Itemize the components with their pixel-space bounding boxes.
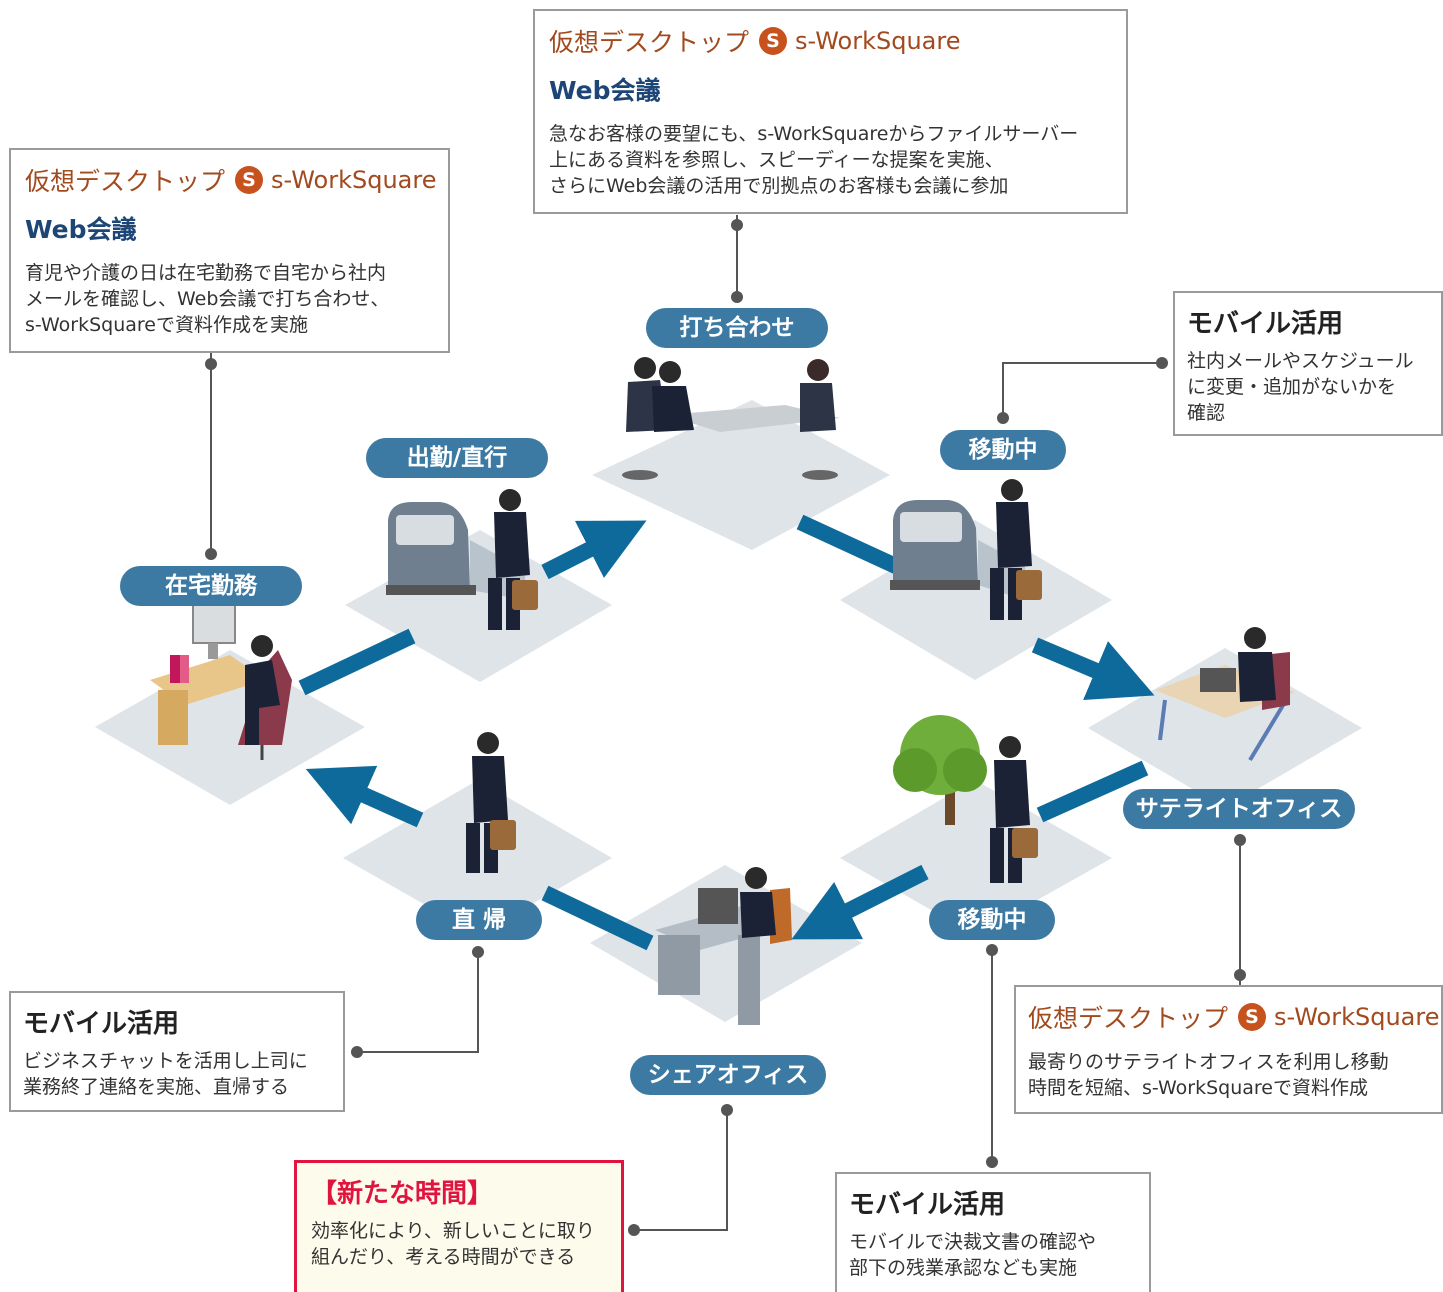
node-commute: 出勤/直行 — [366, 438, 548, 478]
s-worksquare-logo: S s-WorkSquare — [1238, 1003, 1439, 1031]
virtual-desktop-header: 仮想デスクトップ S s-WorkSquare — [25, 162, 436, 198]
callout-moving-top: モバイル活用 社内メールやスケジュール に変更・追加がないかを 確認 — [1173, 291, 1443, 436]
callout-subtitle: Web会議 — [549, 76, 661, 105]
callout-meeting: 仮想デスクトップ S s-WorkSquare Web会議 急なお客様の要望にも… — [533, 9, 1128, 214]
desc-line: に変更・追加がないかを — [1187, 376, 1397, 398]
desc-line: 組んだり、考える時間ができる — [311, 1246, 576, 1268]
callout-description: 最寄りのサテライトオフィスを利用し移動 時間を短縮、s-WorkSquareで資… — [1028, 1049, 1429, 1101]
callout-moving-bottom: モバイル活用 モバイルで決裁文書の確認や 部下の残業承認なども実施 — [835, 1172, 1151, 1292]
callout-description: 効率化により、新しいことに取り 組んだり、考える時間ができる — [311, 1218, 607, 1270]
desc-line: 育児や介護の日は在宅勤務で自宅から社内 — [25, 262, 387, 284]
callout-heading: モバイル活用 — [1187, 309, 1344, 339]
callout-heading: モバイル活用 — [849, 1190, 1006, 1220]
callout-description: モバイルで決裁文書の確認や 部下の残業承認なども実施 — [849, 1229, 1137, 1281]
share-office-illustration — [655, 867, 792, 1025]
node-moving-top: 移動中 — [940, 430, 1066, 470]
desc-line: ビジネスチャットを活用し上司に — [23, 1050, 308, 1072]
desc-line: メールを確認し、Web会議で打ち合わせ、 — [25, 288, 390, 310]
product-name: s-WorkSquare — [271, 166, 437, 194]
desc-line: 上にある資料を参照し、スピーディーな提案を実施、 — [549, 149, 1004, 171]
callout-go-home: モバイル活用 ビジネスチャットを活用し上司に 業務終了連絡を実施、直帰する — [9, 991, 345, 1112]
desc-line: 確認 — [1187, 402, 1226, 424]
desc-line: 業務終了連絡を実施、直帰する — [23, 1076, 290, 1098]
go-home-illustration — [466, 732, 516, 873]
s-worksquare-logo: S s-WorkSquare — [235, 166, 436, 194]
product-name: s-WorkSquare — [1274, 1003, 1440, 1031]
connector-lines — [205, 215, 1246, 1236]
callout-new-time: 【新たな時間】 効率化により、新しいことに取り 組んだり、考える時間ができる — [294, 1160, 624, 1292]
desc-line: さらにWeb会議の活用で別拠点のお客様も会議に参加 — [549, 175, 1009, 197]
desc-line: 社内メールやスケジュール — [1187, 350, 1414, 372]
desc-line: 最寄りのサテライトオフィスを利用し移動 — [1028, 1051, 1389, 1073]
home-office-illustration — [150, 604, 292, 760]
node-telework: 在宅勤務 — [120, 566, 302, 606]
callout-satellite: 仮想デスクトップ S s-WorkSquare 最寄りのサテライトオフィスを利用… — [1014, 985, 1443, 1114]
callout-description: ビジネスチャットを活用し上司に 業務終了連絡を実施、直帰する — [23, 1048, 331, 1100]
node-moving-bottom: 移動中 — [929, 900, 1055, 940]
desc-line: 急なお客様の要望にも、s-WorkSquareからファイルサーバー — [549, 123, 1079, 145]
node-go-home: 直 帰 — [416, 900, 542, 940]
commute-illustration — [386, 489, 538, 630]
virtual-desktop-header: 仮想デスクトップ S s-WorkSquare — [549, 23, 1112, 59]
callout-description: 育児や介護の日は在宅勤務で自宅から社内 メールを確認し、Web会議で打ち合わせ、… — [25, 260, 434, 338]
node-share-office: シェアオフィス — [630, 1055, 826, 1095]
callout-subtitle: Web会議 — [25, 215, 137, 244]
meeting-illustration — [622, 357, 840, 480]
moving-top-illustration — [890, 479, 1042, 620]
virtual-desktop-label: 仮想デスクトップ — [1028, 1004, 1229, 1033]
flow-arrows — [298, 514, 1155, 951]
s-logo-icon: S — [235, 166, 264, 194]
s-logo-icon: S — [1238, 1003, 1267, 1031]
product-name: s-WorkSquare — [795, 27, 961, 55]
satellite-office-illustration — [1155, 627, 1295, 762]
s-worksquare-logo: S s-WorkSquare — [759, 27, 960, 55]
s-logo-icon: S — [759, 27, 788, 55]
desc-line: 効率化により、新しいことに取り — [311, 1220, 595, 1242]
callout-description: 社内メールやスケジュール に変更・追加がないかを 確認 — [1187, 348, 1429, 426]
desc-line: 部下の残業承認なども実施 — [849, 1257, 1078, 1279]
callout-heading: 【新たな時間】 — [311, 1179, 494, 1209]
virtual-desktop-label: 仮想デスクトップ — [549, 28, 750, 57]
callout-heading: モバイル活用 — [23, 1009, 180, 1039]
desc-line: モバイルで決裁文書の確認や — [849, 1231, 1097, 1253]
callout-description: 急なお客様の要望にも、s-WorkSquareからファイルサーバー 上にある資料… — [549, 121, 1112, 199]
virtual-desktop-label: 仮想デスクトップ — [25, 167, 226, 196]
node-meeting: 打ち合わせ — [646, 308, 828, 348]
desc-line: 時間を短縮、s-WorkSquareで資料作成 — [1028, 1077, 1368, 1099]
virtual-desktop-header: 仮想デスクトップ S s-WorkSquare — [1028, 999, 1439, 1035]
node-satellite: サテライトオフィス — [1123, 789, 1355, 829]
moving-bottom-illustration — [893, 715, 1038, 883]
callout-telework: 仮想デスクトップ S s-WorkSquare Web会議 育児や介護の日は在宅… — [9, 148, 450, 353]
desc-line: s-WorkSquareで資料作成を実施 — [25, 314, 308, 336]
